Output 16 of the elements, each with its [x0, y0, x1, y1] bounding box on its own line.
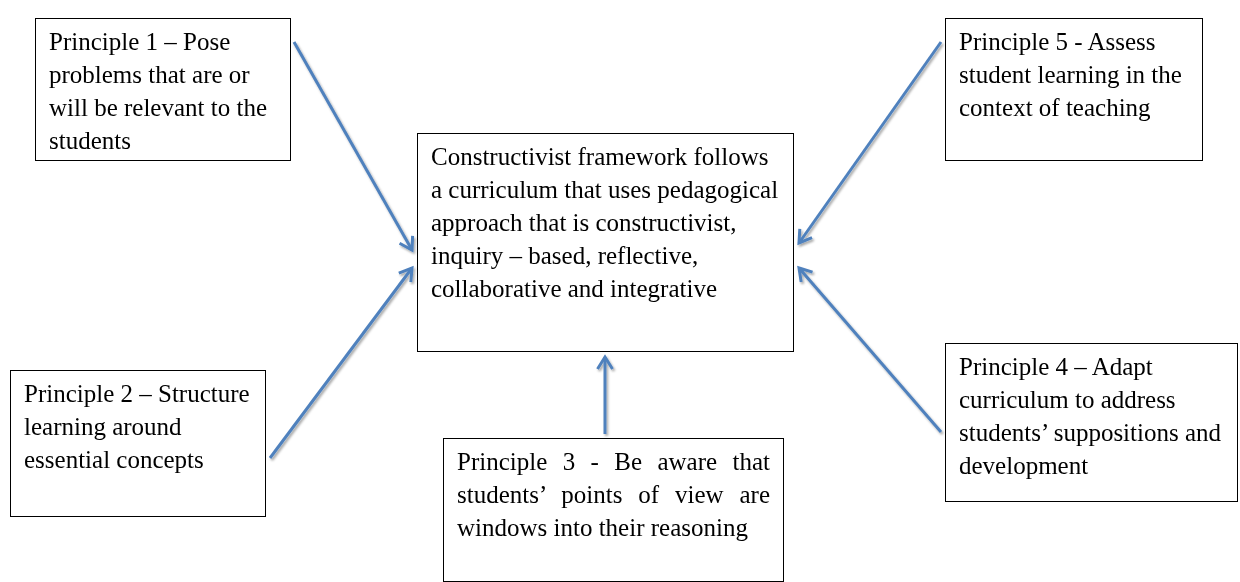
arrow [797, 266, 943, 433]
box-text: Principle 5 - Assess student learning in the context of teaching [959, 27, 1183, 123]
arrow [797, 41, 943, 245]
text-box [35, 18, 291, 161]
box-text: Principle 4 – Adapt curriculum to address students’ suppositions and development [959, 352, 1223, 481]
text-box [945, 343, 1238, 502]
box-text: Principle 3 - Be aware that students’ points of view are windows into their reasoning [457, 447, 770, 543]
text-box [417, 133, 794, 352]
box-text: Principle 1 – Pose problems that are or will be relevant to the students [49, 27, 268, 156]
arrow [596, 355, 614, 434]
text-box [945, 18, 1203, 161]
text-box [10, 370, 266, 517]
arrow [292, 41, 415, 252]
text-box [443, 438, 784, 582]
box-text: Constructivist framework follows a curriculum that uses pedagogical approach that is constructivist, inquiry – based, reflective, collaborative and integrative [431, 142, 780, 304]
box-text: Principle 2 – Structure learning around essential concepts [24, 379, 251, 475]
